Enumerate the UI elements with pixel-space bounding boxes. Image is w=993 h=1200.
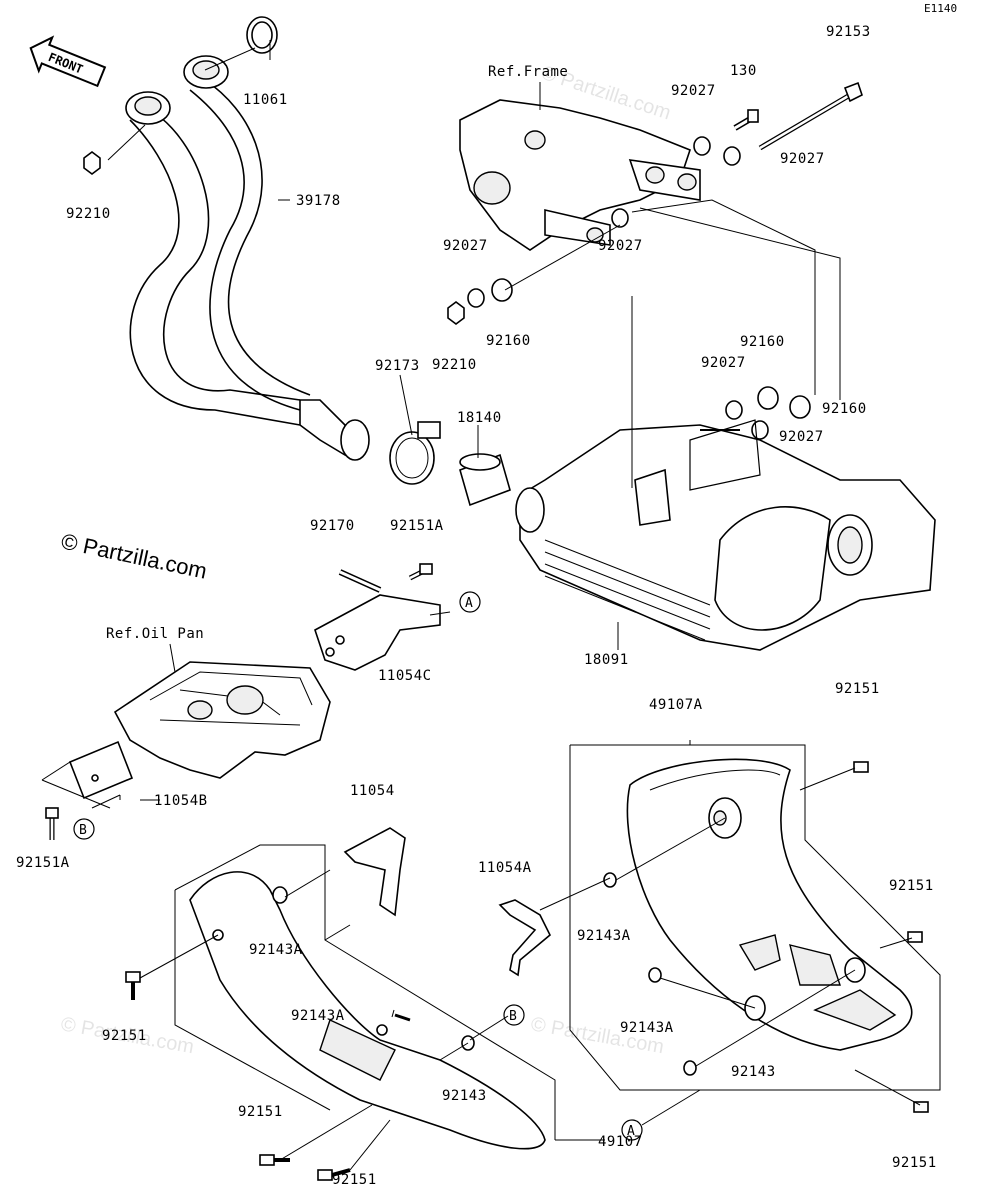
callout-92027[interactable]: 92027 xyxy=(598,238,643,254)
callout-92143A[interactable]: 92143A xyxy=(620,1020,674,1036)
bolt-icon xyxy=(45,807,59,840)
oil-pan xyxy=(113,661,331,779)
muffler xyxy=(515,419,936,651)
bracket-11054 xyxy=(343,827,406,917)
callout-49107[interactable]: 49107 xyxy=(598,1134,643,1150)
washer-icon xyxy=(751,420,769,440)
bracket-11054C xyxy=(314,594,451,671)
callout-92153[interactable]: 92153 xyxy=(826,24,871,40)
callout-92173[interactable]: 92173 xyxy=(375,358,420,374)
marker-A: A xyxy=(621,1119,643,1141)
bolt-icon xyxy=(853,761,869,773)
callout-18140[interactable]: 18140 xyxy=(457,410,502,426)
watermark: © Partzilla.com xyxy=(59,528,209,583)
callout-92151A[interactable]: 92151A xyxy=(16,855,70,871)
callout-92143A[interactable]: 92143A xyxy=(577,928,631,944)
callout-92143[interactable]: 92143 xyxy=(731,1064,776,1080)
callout-92151A[interactable]: 92151A xyxy=(390,518,444,534)
callout-92151[interactable]: 92151 xyxy=(889,878,934,894)
callout-49107A[interactable]: 49107A xyxy=(649,697,703,713)
callout-92160[interactable]: 92160 xyxy=(740,334,785,350)
callout-92151[interactable]: 92151 xyxy=(238,1104,283,1120)
diagram-id: E1140 xyxy=(924,2,957,15)
bolt-icon xyxy=(907,931,923,943)
ref-oil-pan-label: Ref.Oil Pan xyxy=(106,626,204,642)
pipe-clamp xyxy=(389,421,441,485)
frame-section xyxy=(459,99,701,251)
bolt-icon xyxy=(408,563,433,581)
svg-text:A: A xyxy=(627,1124,635,1139)
washer-icon xyxy=(723,146,741,166)
marker-A: A xyxy=(459,591,481,613)
callout-92160[interactable]: 92160 xyxy=(486,333,531,349)
callout-130[interactable]: 130 xyxy=(730,63,757,79)
callout-11054C[interactable]: 11054C xyxy=(378,668,432,684)
callout-11054A[interactable]: 11054A xyxy=(478,860,532,876)
bracket-11054B xyxy=(41,740,134,809)
washer-icon xyxy=(725,400,743,420)
callout-92027[interactable]: 92027 xyxy=(671,83,716,99)
front-arrow-icon: FRONT xyxy=(29,35,107,88)
callout-11054B[interactable]: 11054B xyxy=(154,793,208,809)
bolt-icon xyxy=(259,1154,290,1166)
grommet-icon xyxy=(491,278,513,302)
washer-icon xyxy=(693,136,711,156)
callout-92143[interactable]: 92143 xyxy=(442,1088,487,1104)
callout-92027[interactable]: 92027 xyxy=(779,429,824,445)
bracket-11054A xyxy=(498,899,551,977)
callout-39178[interactable]: 39178 xyxy=(296,193,341,209)
callout-92027[interactable]: 92027 xyxy=(780,151,825,167)
callout-18091[interactable]: 18091 xyxy=(584,652,629,668)
exhaust-header-pipe xyxy=(125,55,370,461)
callout-92027[interactable]: 92027 xyxy=(701,355,746,371)
grommet-icon xyxy=(789,395,811,419)
callout-92143A[interactable]: 92143A xyxy=(249,942,303,958)
svg-text:B: B xyxy=(79,823,87,838)
grommet-icon xyxy=(272,886,288,904)
grommet-icon xyxy=(648,967,662,983)
callout-92170[interactable]: 92170 xyxy=(310,518,355,534)
callout-92151[interactable]: 92151 xyxy=(892,1155,937,1171)
nut-icon xyxy=(83,151,101,175)
svg-text:A: A xyxy=(465,596,473,611)
bolt-icon xyxy=(913,1101,929,1113)
callout-11054[interactable]: 11054 xyxy=(350,783,395,799)
grommet-icon xyxy=(757,386,779,410)
washer-icon xyxy=(611,208,629,228)
callout-92210[interactable]: 92210 xyxy=(66,206,111,222)
callout-92151[interactable]: 92151 xyxy=(332,1172,377,1188)
callout-92151[interactable]: 92151 xyxy=(835,681,880,697)
svg-text:B: B xyxy=(509,1009,517,1024)
callout-11061[interactable]: 11061 xyxy=(243,92,288,108)
grommet-icon xyxy=(683,1060,697,1076)
callout-92160[interactable]: 92160 xyxy=(822,401,867,417)
nut-icon xyxy=(447,301,465,325)
marker-B: B xyxy=(503,1004,525,1026)
muffler-gasket xyxy=(459,453,511,507)
bolt-icon xyxy=(125,971,141,1000)
washer-icon xyxy=(467,288,485,308)
callout-92143A[interactable]: 92143A xyxy=(291,1008,345,1024)
bolt-icon xyxy=(317,1168,351,1181)
lower-cover-49107 xyxy=(189,871,546,1150)
callout-92027[interactable]: 92027 xyxy=(443,238,488,254)
marker-B: B xyxy=(73,818,95,840)
ref-frame-label: Ref.Frame xyxy=(488,64,568,80)
callout-92151[interactable]: 92151 xyxy=(102,1028,147,1044)
callout-92210[interactable]: 92210 xyxy=(432,357,477,373)
